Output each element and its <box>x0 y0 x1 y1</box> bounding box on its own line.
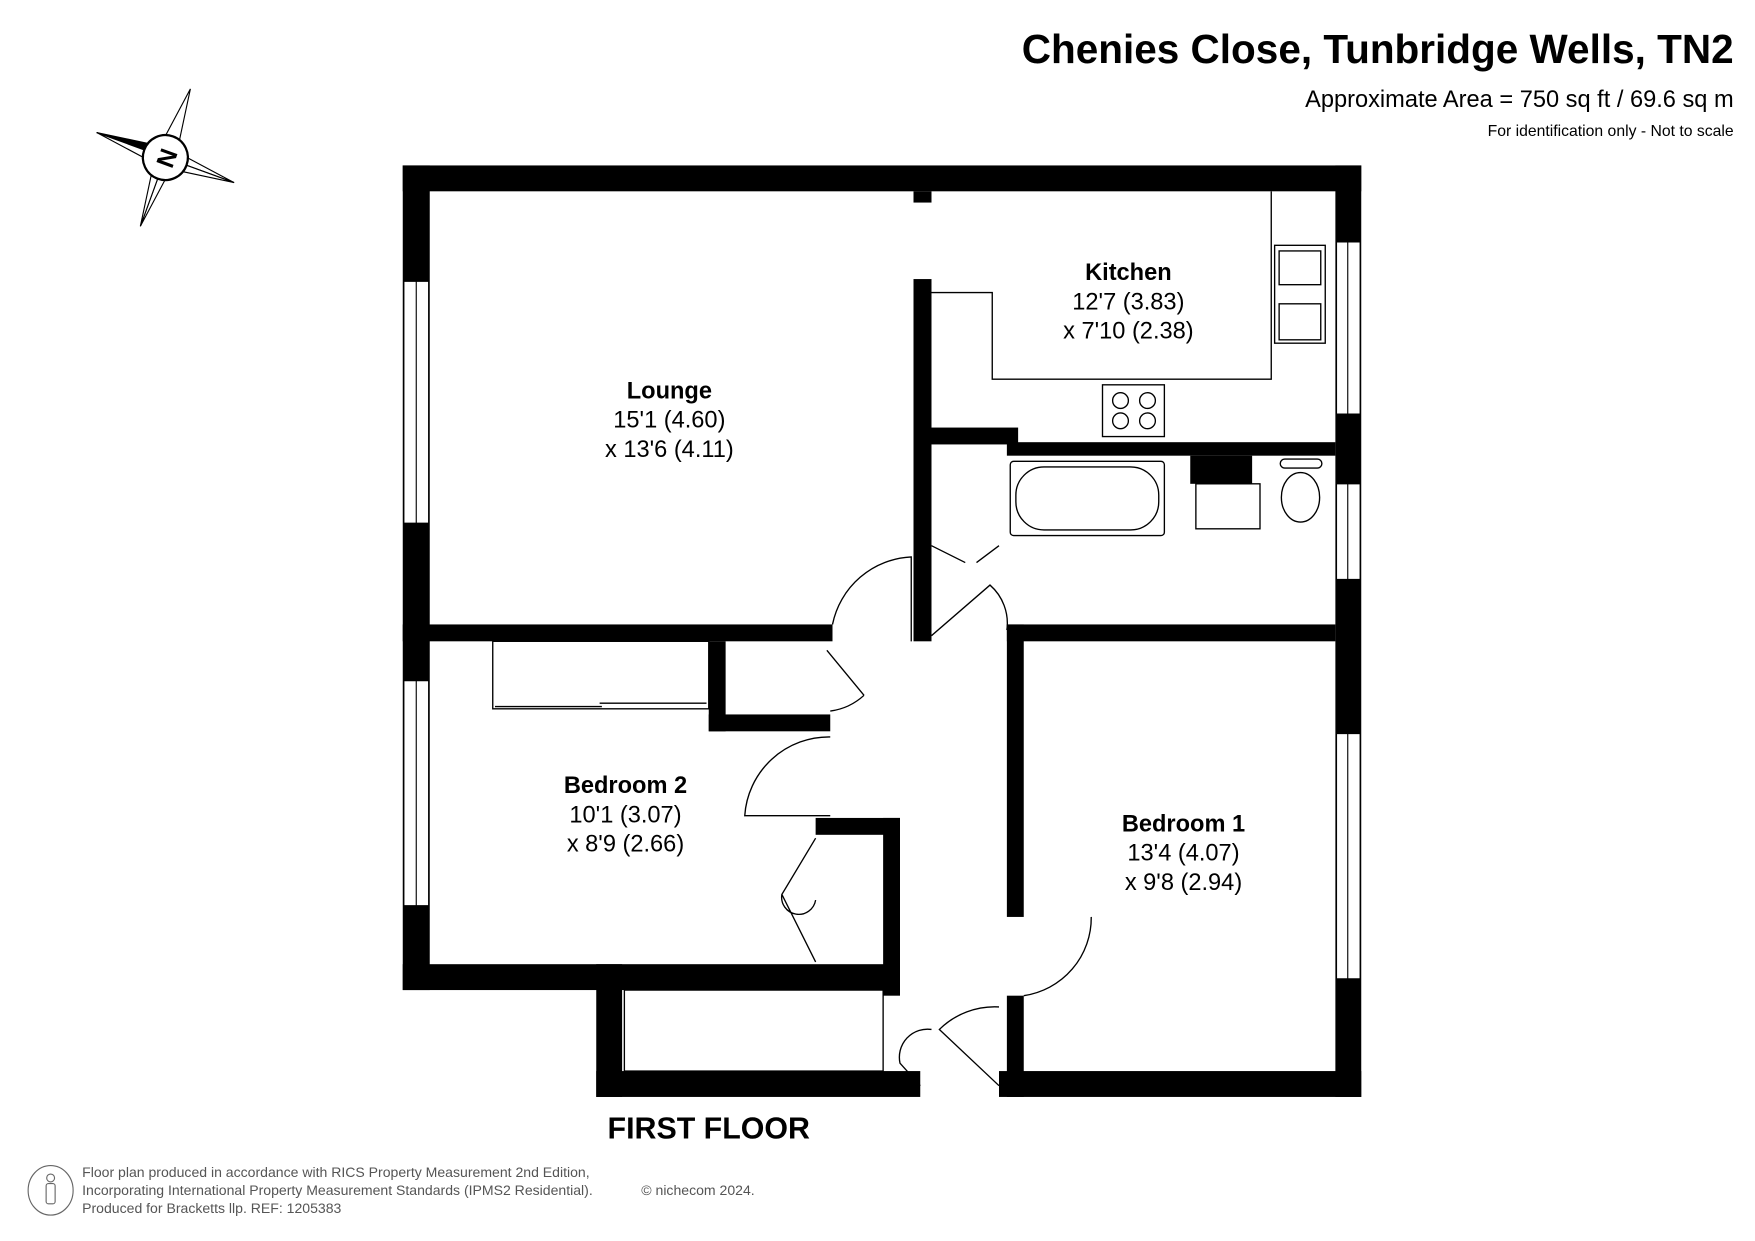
room-bedroom-1: Bedroom 1 13'4 (4.07) x 9'8 (2.94) <box>1122 811 1245 896</box>
room-dimension: x 8'9 (2.66) <box>567 832 684 858</box>
compass-icon <box>96 88 235 227</box>
walls <box>402 165 1362 1097</box>
floor-label: FIRST FLOOR <box>608 1113 810 1146</box>
footer-copyright: © nichecom 2024. <box>641 1182 754 1198</box>
room-kitchen: Kitchen 12'7 (3.83) x 7'10 (2.38) <box>1063 260 1194 345</box>
room-dimension: x 9'8 (2.94) <box>1125 870 1242 896</box>
windows <box>403 241 1361 980</box>
room-name: Kitchen <box>1085 260 1172 286</box>
footer-line-2: Incorporating International Property Mea… <box>82 1182 593 1198</box>
room-dimension: 15'1 (4.60) <box>613 408 725 434</box>
fittings <box>492 191 1326 1087</box>
room-dimension: x 7'10 (2.38) <box>1063 319 1194 345</box>
room-bedroom-2: Bedroom 2 10'1 (3.07) x 8'9 (2.66) <box>564 773 687 858</box>
room-dimension: x 13'6 (4.11) <box>605 437 734 463</box>
room-lounge: Lounge 15'1 (4.60) x 13'6 (4.11) <box>605 378 734 463</box>
footer-line-3: Produced for Bracketts llp. REF: 1205383 <box>82 1200 341 1216</box>
room-dimension: 10'1 (3.07) <box>569 802 681 828</box>
room-name: Bedroom 1 <box>1122 811 1245 837</box>
footer-line-1: Floor plan produced in accordance with R… <box>82 1164 590 1180</box>
person-icon <box>27 1165 74 1216</box>
approximate-area: Approximate Area = 750 sq ft / 69.6 sq m <box>1305 87 1734 113</box>
room-name: Lounge <box>627 378 712 404</box>
room-dimension: 13'4 (4.07) <box>1127 841 1239 867</box>
disclaimer: For identification only - Not to scale <box>1488 123 1734 140</box>
page-title: Chenies Close, Tunbridge Wells, TN2 <box>1022 26 1734 72</box>
room-dimension: 12'7 (3.83) <box>1072 289 1184 315</box>
room-name: Bedroom 2 <box>564 773 687 799</box>
